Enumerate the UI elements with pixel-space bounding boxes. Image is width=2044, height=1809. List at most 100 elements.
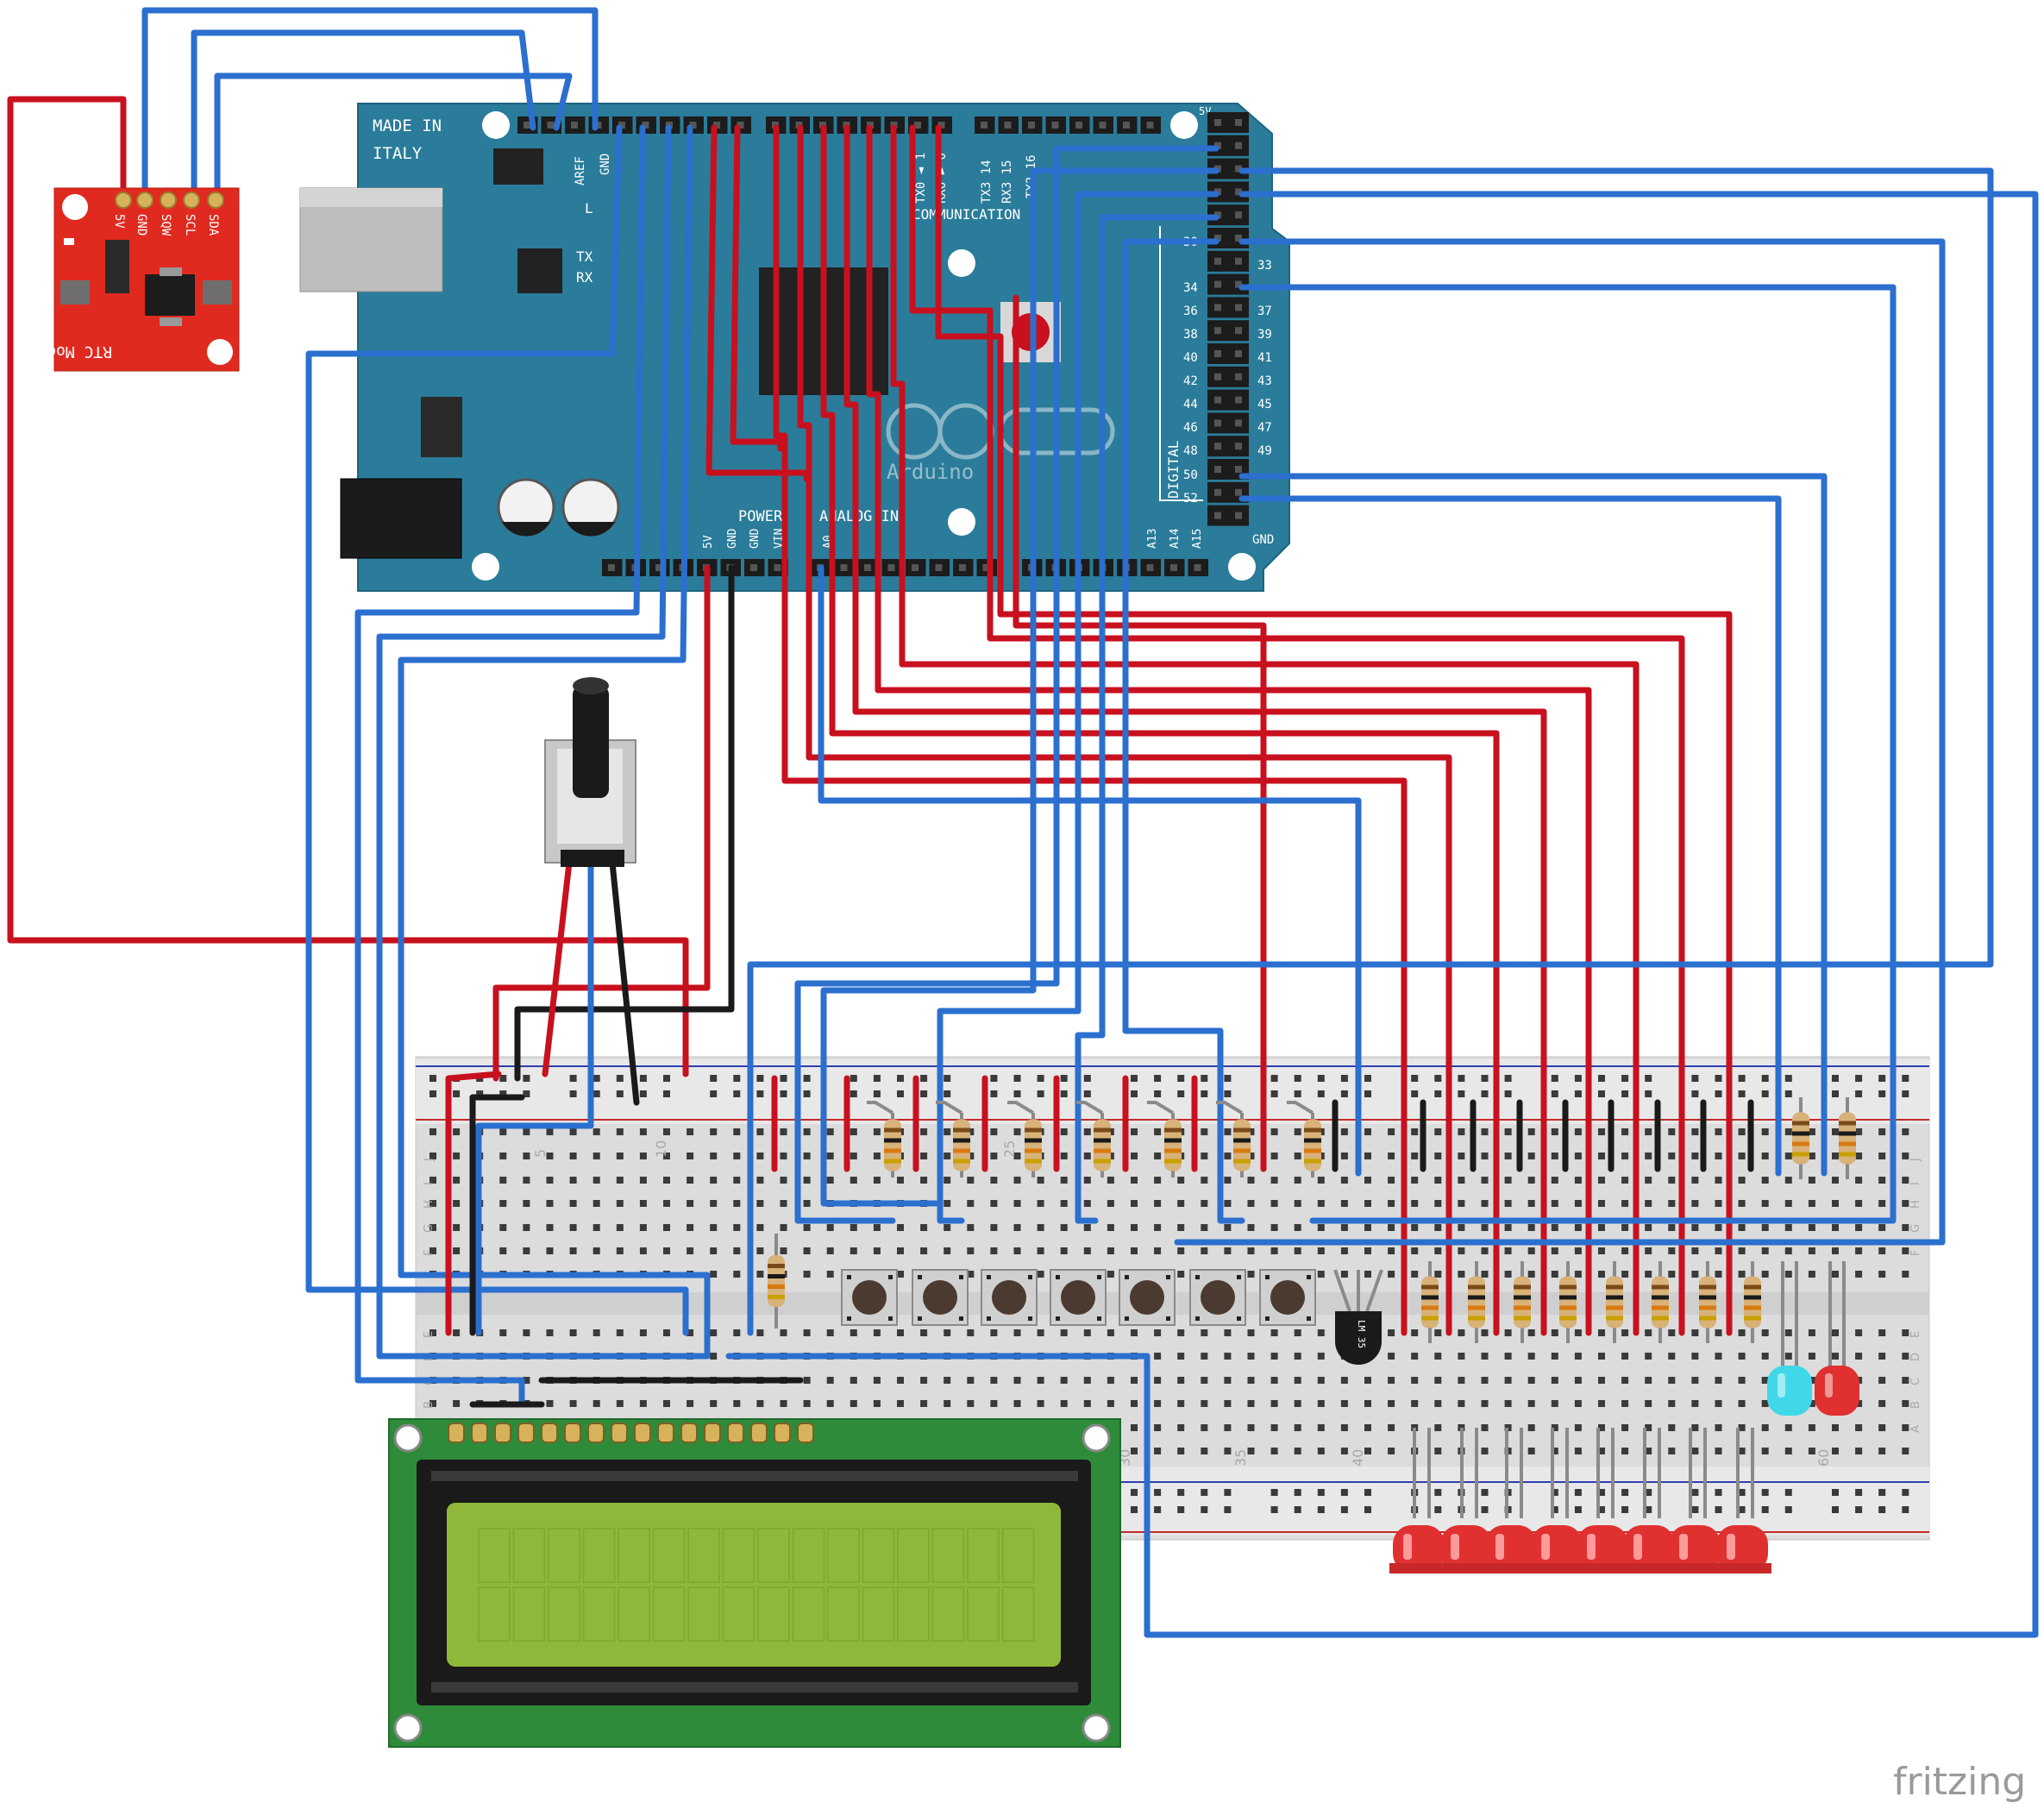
- bb-hole: [1527, 1247, 1535, 1254]
- bb-hole: [1270, 1506, 1278, 1513]
- lcd-char-cell: [792, 1586, 825, 1642]
- bb-hole: [593, 1153, 600, 1159]
- bb-hole: [1878, 1128, 1886, 1135]
- bb-hole: [1294, 1153, 1301, 1159]
- bb-hole: [453, 1400, 461, 1407]
- bb-hole: [523, 1377, 530, 1384]
- resistor-band: [1792, 1152, 1809, 1157]
- bb-hole: [756, 1271, 764, 1278]
- bb-hole: [1691, 1090, 1699, 1097]
- pushbutton-corner: [959, 1316, 963, 1321]
- pushbutton[interactable]: [1119, 1269, 1176, 1326]
- bb-hole: [1294, 1177, 1301, 1184]
- bb-hole: [1340, 1153, 1348, 1159]
- bb-hole: [1551, 1353, 1558, 1360]
- bb-hole: [803, 1200, 811, 1207]
- header-pin: [750, 564, 757, 571]
- pushbutton[interactable]: [1050, 1269, 1107, 1326]
- bb-hole: [1131, 1153, 1138, 1159]
- bb-hole: [1761, 1400, 1769, 1407]
- bb-hole: [1832, 1128, 1839, 1135]
- lcd-char-cell: [757, 1586, 790, 1642]
- bb-hole: [453, 1329, 461, 1336]
- bb-hole: [1878, 1329, 1886, 1336]
- digital-pin-label: 50: [1183, 468, 1198, 482]
- bb-hole: [1761, 1424, 1769, 1431]
- bb-hole: [1527, 1177, 1535, 1184]
- bb-hole: [1154, 1353, 1162, 1360]
- bb-hole: [1340, 1400, 1348, 1407]
- potentiometer-knob[interactable]: [573, 686, 609, 798]
- header-pin: [1214, 280, 1221, 288]
- bb-hole: [1855, 1400, 1863, 1407]
- pushbutton-corner: [847, 1275, 851, 1279]
- bb-hole: [1832, 1353, 1839, 1360]
- bb-hole: [1364, 1128, 1371, 1135]
- bb-hole: [803, 1128, 811, 1135]
- pushbutton[interactable]: [1189, 1269, 1246, 1326]
- pushbutton[interactable]: [981, 1269, 1038, 1326]
- pushbutton[interactable]: [912, 1269, 969, 1326]
- bb-hole: [850, 1128, 857, 1135]
- bb-hole: [1434, 1200, 1442, 1207]
- led-lead: [1781, 1261, 1798, 1372]
- wire-lcd: [305, 124, 689, 1336]
- pushbutton-corner: [1056, 1316, 1060, 1321]
- header-pin: [959, 564, 966, 571]
- bb-hole: [1247, 1153, 1255, 1159]
- bb-hole: [1224, 1489, 1232, 1496]
- bb-hole: [1434, 1400, 1442, 1407]
- bb-hole: [1481, 1200, 1489, 1207]
- bb-hole: [1668, 1177, 1676, 1184]
- bb-hole: [1738, 1448, 1746, 1454]
- bb-hole: [1458, 1128, 1465, 1135]
- resistor-band: [1744, 1305, 1761, 1310]
- bb-hole: [1060, 1400, 1068, 1407]
- header-pin: [655, 564, 662, 571]
- bb-hole: [1388, 1128, 1395, 1135]
- bb-hole: [687, 1128, 694, 1135]
- bb-hole: [1598, 1224, 1605, 1231]
- lcd-char-cell: [757, 1528, 790, 1583]
- header-pin: [1051, 122, 1059, 129]
- bb-row-letter: B: [423, 1401, 436, 1409]
- bb-hole: [523, 1075, 530, 1082]
- bb-hole: [897, 1247, 904, 1254]
- bb-hole: [1317, 1448, 1325, 1454]
- bb-row-letter: H: [423, 1200, 436, 1209]
- header-pin: [1146, 122, 1154, 129]
- wire-led: [1238, 495, 1782, 1177]
- bb-hole: [663, 1247, 670, 1254]
- bb-hole: [1691, 1224, 1699, 1231]
- bb-hole: [1177, 1400, 1185, 1407]
- bb-hole: [990, 1377, 998, 1384]
- resistor-band: [1025, 1148, 1042, 1153]
- lcd-char-cell: [1001, 1586, 1035, 1642]
- bb-hole: [687, 1153, 694, 1159]
- resistor-band: [1792, 1141, 1809, 1146]
- bb-hole: [1621, 1489, 1629, 1496]
- bb-hole: [1481, 1177, 1489, 1184]
- pushbutton[interactable]: [1259, 1269, 1316, 1326]
- bb-hole: [1878, 1200, 1886, 1207]
- bb-hole: [546, 1128, 554, 1135]
- pushbutton[interactable]: [841, 1269, 898, 1326]
- bb-hole: [944, 1329, 951, 1336]
- bb-hole: [1013, 1128, 1021, 1135]
- bb-hole: [780, 1400, 787, 1407]
- header-pin: [1235, 211, 1242, 219]
- bb-hole: [756, 1224, 764, 1231]
- bb-hole: [1691, 1448, 1699, 1454]
- bb-hole: [546, 1177, 554, 1184]
- resistor: [1468, 1261, 1485, 1343]
- bb-hole: [710, 1271, 718, 1278]
- bb-hole: [1598, 1200, 1605, 1207]
- led-highlight: [1495, 1534, 1504, 1560]
- bb-hole: [1878, 1177, 1886, 1184]
- bb-hole: [1177, 1247, 1185, 1254]
- led-l-label: L: [585, 200, 593, 217]
- bb-hole: [1551, 1377, 1558, 1384]
- potentiometer[interactable]: [544, 677, 636, 867]
- bb-hole: [616, 1329, 624, 1336]
- bb-hole: [1340, 1271, 1348, 1278]
